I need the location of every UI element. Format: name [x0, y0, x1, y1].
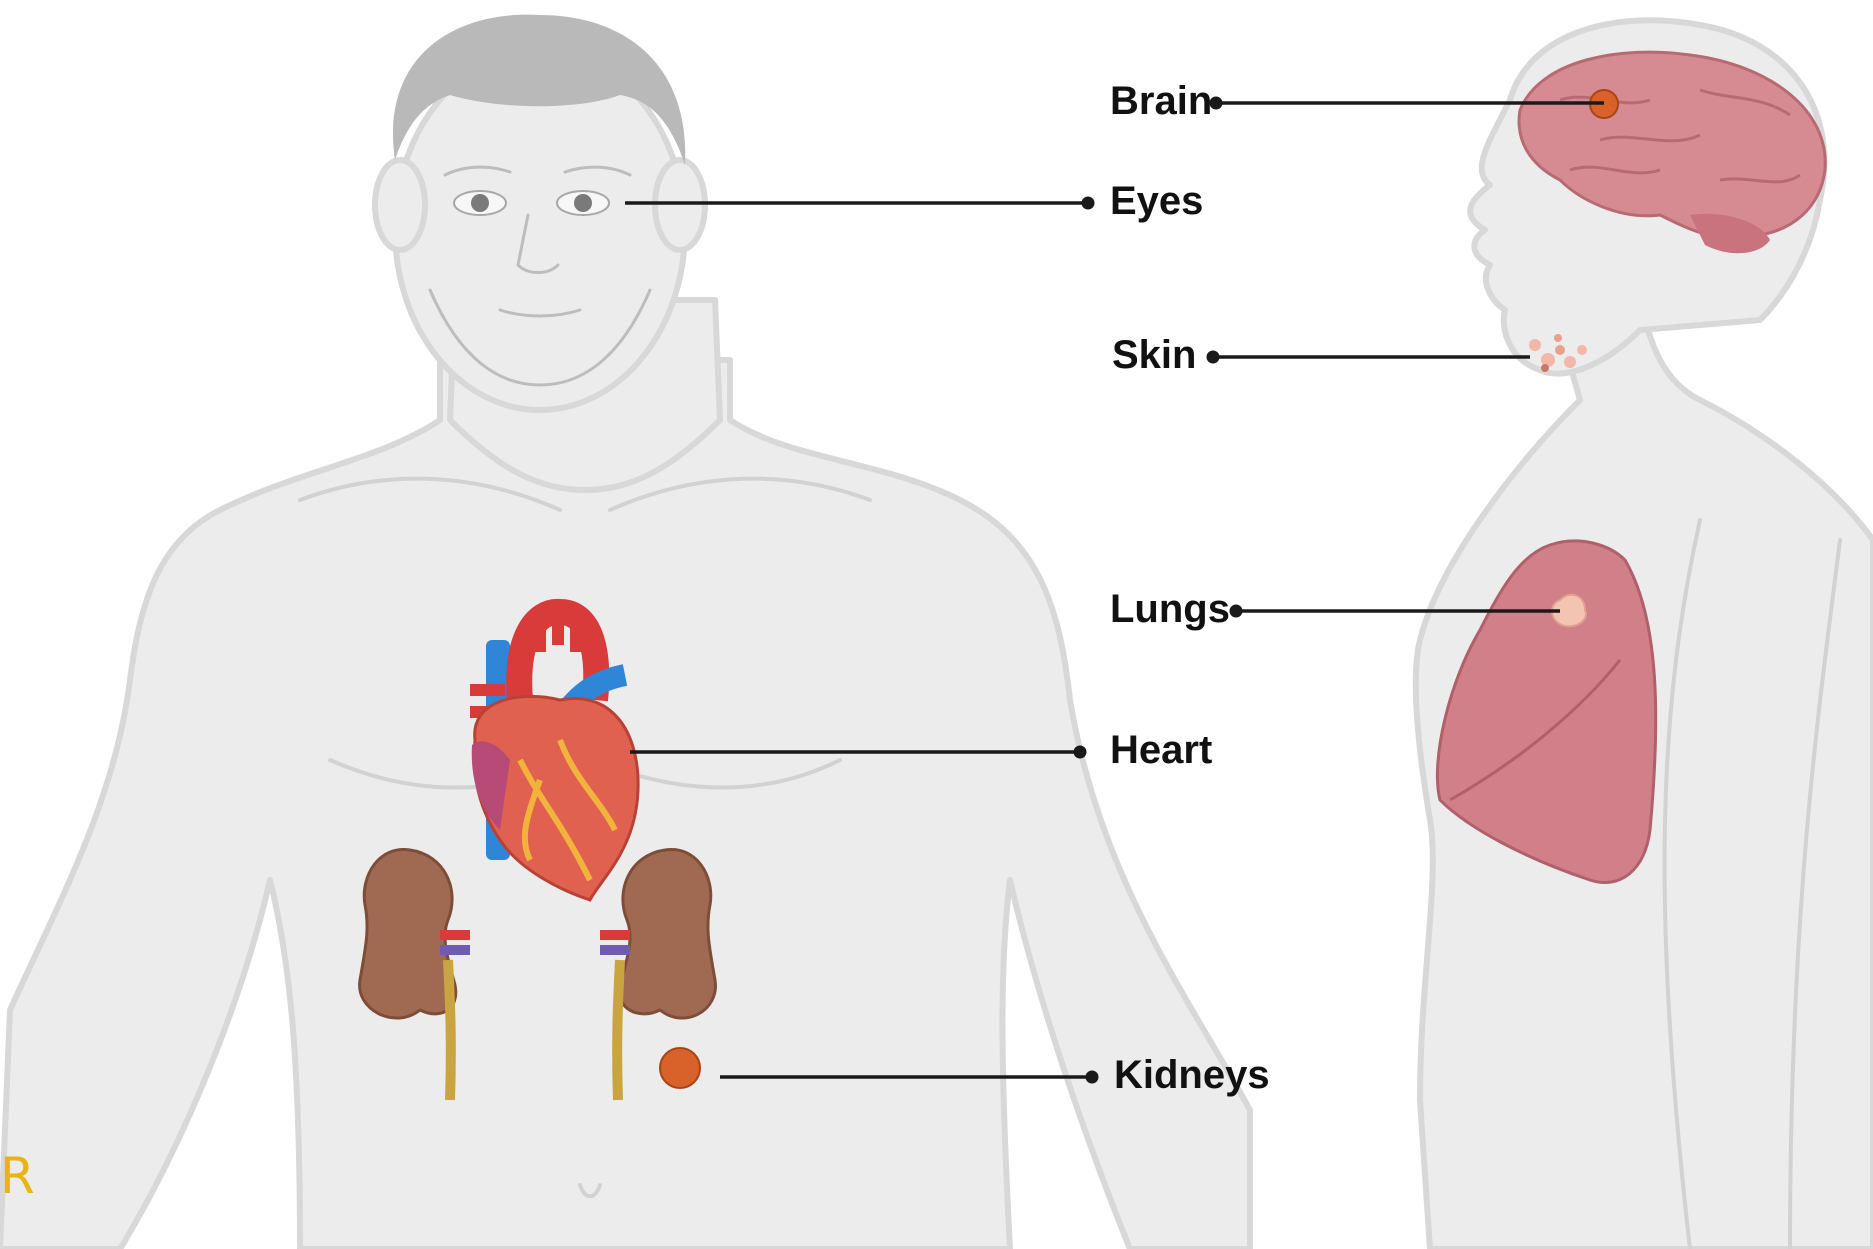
eyes-label: Eyes: [1110, 179, 1203, 223]
artery-branch-2: [552, 605, 564, 645]
artery-branch-3: [570, 612, 582, 652]
kidney-left-artery: [440, 930, 470, 940]
skin-label: Skin: [1112, 333, 1196, 377]
front-ear-left: [375, 160, 425, 250]
front-iris-right: [574, 194, 592, 212]
heart-label: Heart: [1110, 728, 1212, 772]
kidney-tumor: [660, 1048, 700, 1088]
kidney-right-vein: [600, 945, 630, 955]
side-body-figure: [1416, 20, 1873, 1249]
ureter-right: [617, 960, 620, 1100]
front-body-figure: [0, 15, 1250, 1249]
brain-label: Brain: [1110, 79, 1212, 123]
kidneys-label: Kidneys: [1114, 1053, 1270, 1097]
kidney-right: [619, 849, 715, 1018]
heart-leader-dot: [1074, 746, 1087, 759]
eyes-leader-dot: [1082, 197, 1095, 210]
callout-eyes: Eyes: [625, 179, 1203, 223]
kidney-left-vein: [440, 945, 470, 955]
kidney-right-artery: [600, 930, 630, 940]
skin-leader-dot: [1207, 351, 1220, 364]
artery-branch-1: [534, 612, 546, 652]
ureter-left: [448, 960, 451, 1100]
lungs-leader-dot: [1230, 605, 1243, 618]
callout-skin: Skin: [1112, 333, 1530, 377]
front-ear-right: [655, 160, 705, 250]
kidneys-leader-dot: [1086, 1071, 1099, 1084]
watermark-letter: R: [0, 1147, 35, 1205]
lungs-label: Lungs: [1110, 587, 1230, 631]
front-iris-left: [471, 194, 489, 212]
